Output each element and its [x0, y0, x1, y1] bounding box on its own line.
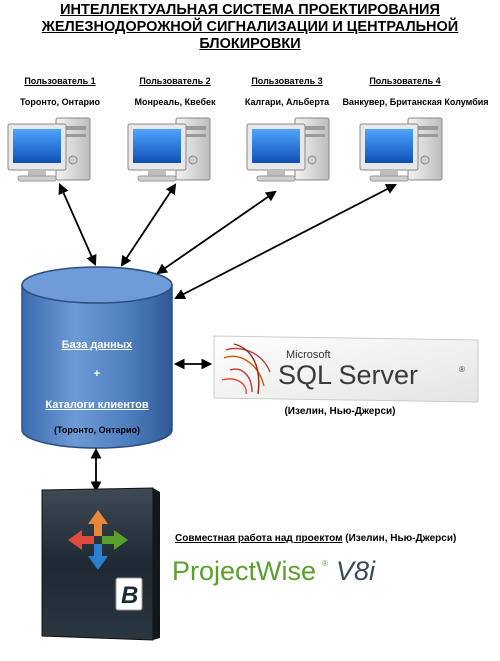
diagram-title: ИНТЕЛЛЕКТУАЛЬНАЯ СИСТЕМА ПРОЕКТИРОВАНИЯ …: [20, 2, 480, 53]
database-cylinder-icon: [21, 266, 173, 449]
bentley-logo-icon: B: [115, 577, 143, 611]
database-plus-sign: +: [93, 368, 101, 380]
projectwise-collab-location: (Изелин, Нью-Джерси): [342, 533, 457, 544]
user-4-label: Пользователь 4: [369, 76, 441, 86]
title-line-2: ЖЕЛЕЗНОДОРОЖНОЙ СИГНАЛИЗАЦИИ И ЦЕНТРАЛЬН…: [41, 19, 459, 35]
user-3-location: Калгари, Альберта: [244, 97, 330, 107]
computer-2-icon: [127, 117, 211, 182]
arrow-user-4-db: [174, 184, 397, 299]
projectwise-arrows-icon: [68, 510, 128, 570]
connection-arrows: [58, 183, 397, 493]
sql-brand-text: Microsoft: [286, 349, 331, 361]
computer-3-icon: [246, 117, 330, 182]
projectwise-wordmark: ProjectWise ® V8i: [172, 556, 376, 586]
user-1-label: Пользователь 1: [24, 76, 96, 86]
arrow-user-1-db: [58, 183, 97, 266]
title-line-1: ИНТЕЛЛЕКТУАЛЬНАЯ СИСТЕМА ПРОЕКТИРОВАНИЯ: [60, 2, 440, 18]
user-4-location: Ванкувер, Британская Колумбия: [342, 97, 489, 107]
client-catalogs-label: Каталоги клиентов: [45, 399, 149, 411]
database-label: База данных: [61, 339, 133, 351]
user-1-location: Торонто, Онтарио: [19, 97, 101, 107]
user-2-location: Монреаль, Квебек: [134, 97, 216, 107]
title-line-3: БЛОКИРОВКИ: [199, 36, 301, 52]
sql-reg-mark: ®: [459, 365, 465, 374]
projectwise-reg-mark: ®: [322, 559, 328, 568]
projectwise-collab-caption: Совместная работа над проектом (Изелин, …: [175, 533, 456, 544]
arrow-user-3-db: [156, 190, 277, 275]
computer-1-icon: [7, 117, 91, 182]
sql-server-location: (Изелин, Нью-Джерси): [284, 406, 396, 417]
arrow-user-2-db: [120, 183, 177, 267]
computer-4-icon: [359, 117, 443, 182]
user-2-label: Пользователь 2: [139, 76, 211, 86]
projectwise-version-text: V8i: [336, 556, 376, 586]
projectwise-collab-label: Совместная работа над проектом: [175, 533, 343, 544]
sql-server-swoosh-icon: [221, 343, 271, 395]
projectwise-box-icon: B: [41, 487, 160, 641]
projectwise-product-text: ProjectWise: [172, 556, 316, 586]
sql-server-logo: Microsoft SQL Server ®: [213, 335, 479, 403]
svg-text:B: B: [121, 582, 138, 609]
user-3-label: Пользователь 3: [251, 76, 323, 86]
database-location: (Торонто, Онтарио): [53, 425, 141, 435]
sql-product-text: SQL Server: [278, 360, 418, 390]
